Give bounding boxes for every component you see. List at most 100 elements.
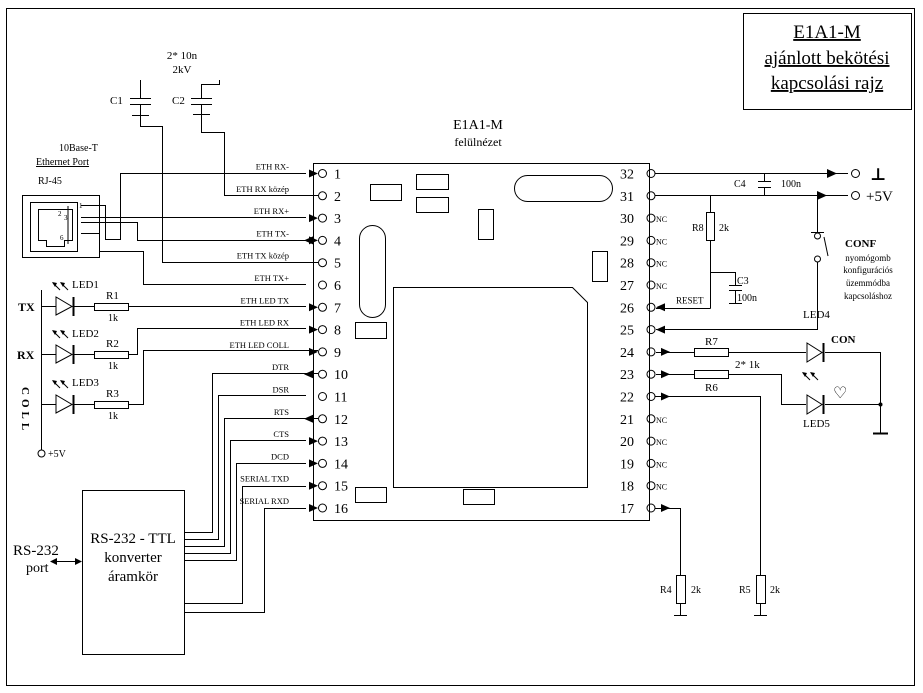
pin-pad: [646, 347, 656, 357]
pin-arrow: [309, 504, 318, 512]
chip-pad-6: [355, 322, 387, 339]
pin-arrow: [309, 481, 318, 490]
pin-pad: [646, 414, 656, 424]
pin-number: 30: [620, 212, 634, 227]
pin-number: 32: [620, 168, 634, 183]
c4-value: 100n: [781, 179, 801, 190]
pin-nc-label: NC: [656, 215, 667, 224]
pin-arrow: [656, 303, 665, 312]
pin-pad: [318, 235, 327, 245]
pin-number: 5: [334, 257, 341, 272]
coll-label: COLL: [19, 387, 31, 434]
pin-number: 12: [334, 413, 348, 428]
pin-pad: [646, 191, 656, 201]
r4-label: R4: [660, 585, 672, 596]
pin-pad: [646, 302, 656, 312]
pin-nc-label: NC: [656, 460, 667, 469]
pin-nc-label: NC: [656, 438, 667, 447]
pin-pad: [646, 369, 656, 379]
pin-pad: [646, 280, 656, 290]
pin-signal-label: ETH RX közép: [236, 184, 289, 194]
pin-signal-label: DCD: [271, 451, 289, 461]
pin-signal-label: ETH LED RX: [240, 318, 289, 328]
pin-signal-label: ETH TX-: [256, 228, 289, 238]
pin-pad: [318, 392, 327, 401]
pin-pad: [318, 258, 327, 268]
pin-signal-label: ETH TX közép: [237, 251, 289, 261]
tx-label: TX: [18, 300, 35, 314]
chip-oval-left: [359, 225, 386, 318]
pin-number: 21: [620, 413, 634, 428]
title-line-2: ajánlott bekötési: [764, 48, 889, 69]
r2-label: R2: [106, 338, 119, 350]
pin-number: 3: [334, 212, 341, 227]
r1-value: 1k: [108, 313, 118, 324]
left-pin-9: 9 ETH LED COLL: [230, 340, 342, 361]
pin-signal-label: ETH LED TX: [241, 295, 289, 305]
pin-arrow: [309, 437, 318, 446]
rs232-box-line-1: RS-232 - TTL: [90, 531, 176, 547]
chip-subtitle: felülnézet: [454, 135, 502, 149]
capacitor-c1: [130, 80, 151, 116]
capacitor-c2: [191, 80, 220, 115]
title-block: [743, 13, 912, 110]
pin-pad: [318, 169, 327, 178]
pin-nc-label: NC: [656, 416, 667, 425]
conf-label: CONF: [845, 238, 876, 250]
rs232-link-arrows: [50, 558, 82, 565]
r3-value: 1k: [108, 411, 118, 422]
pin-pad: [318, 280, 327, 290]
pin-number: 9: [334, 346, 341, 361]
r2-value: 1k: [108, 361, 118, 372]
pin-pad: [646, 503, 656, 513]
pin-signal-label: DTR: [272, 362, 289, 372]
right-supply-label: +5V: [866, 189, 893, 205]
pin-pad: [646, 213, 656, 223]
con-label: CON: [831, 334, 856, 346]
r6-label: R6: [705, 382, 718, 394]
led3-label: LED3: [72, 377, 99, 389]
pin-pad: [646, 235, 656, 245]
conf-line-1: nyomógomb: [845, 253, 891, 263]
chip-pad-1: [370, 184, 402, 201]
led4-label: LED4: [803, 309, 830, 321]
conf-line-4: kapcsoláshoz: [844, 291, 892, 301]
pin-arrow: [309, 347, 318, 356]
rj45-pin-3: 3: [64, 214, 68, 222]
r1-label: R1: [106, 290, 119, 302]
chip-name: E1A1-M: [453, 118, 503, 133]
right-pin-25: 25: [620, 324, 656, 339]
pin-number: 8: [334, 324, 341, 339]
pin-signal-label: ETH TX+: [254, 273, 289, 283]
pin-signal-label: RESET: [676, 295, 704, 305]
pin-number: 2: [334, 190, 341, 205]
pin-pad: [318, 436, 327, 446]
pin-number: 24: [620, 346, 634, 361]
pin-pad: [318, 213, 327, 223]
pin-number: 28: [620, 257, 634, 272]
pin-arrow: [304, 370, 313, 379]
pin-number: 4: [334, 234, 341, 249]
rs232-converter-box: [82, 490, 185, 655]
r5-value: 2k: [770, 585, 780, 596]
rs232-box-line-3: áramkör: [108, 569, 158, 585]
led5-label: LED5: [803, 418, 830, 430]
pin-pad: [318, 369, 327, 379]
pin-signal-label: ETH LED COLL: [230, 340, 290, 350]
right-pin-23: 23: [620, 368, 656, 383]
